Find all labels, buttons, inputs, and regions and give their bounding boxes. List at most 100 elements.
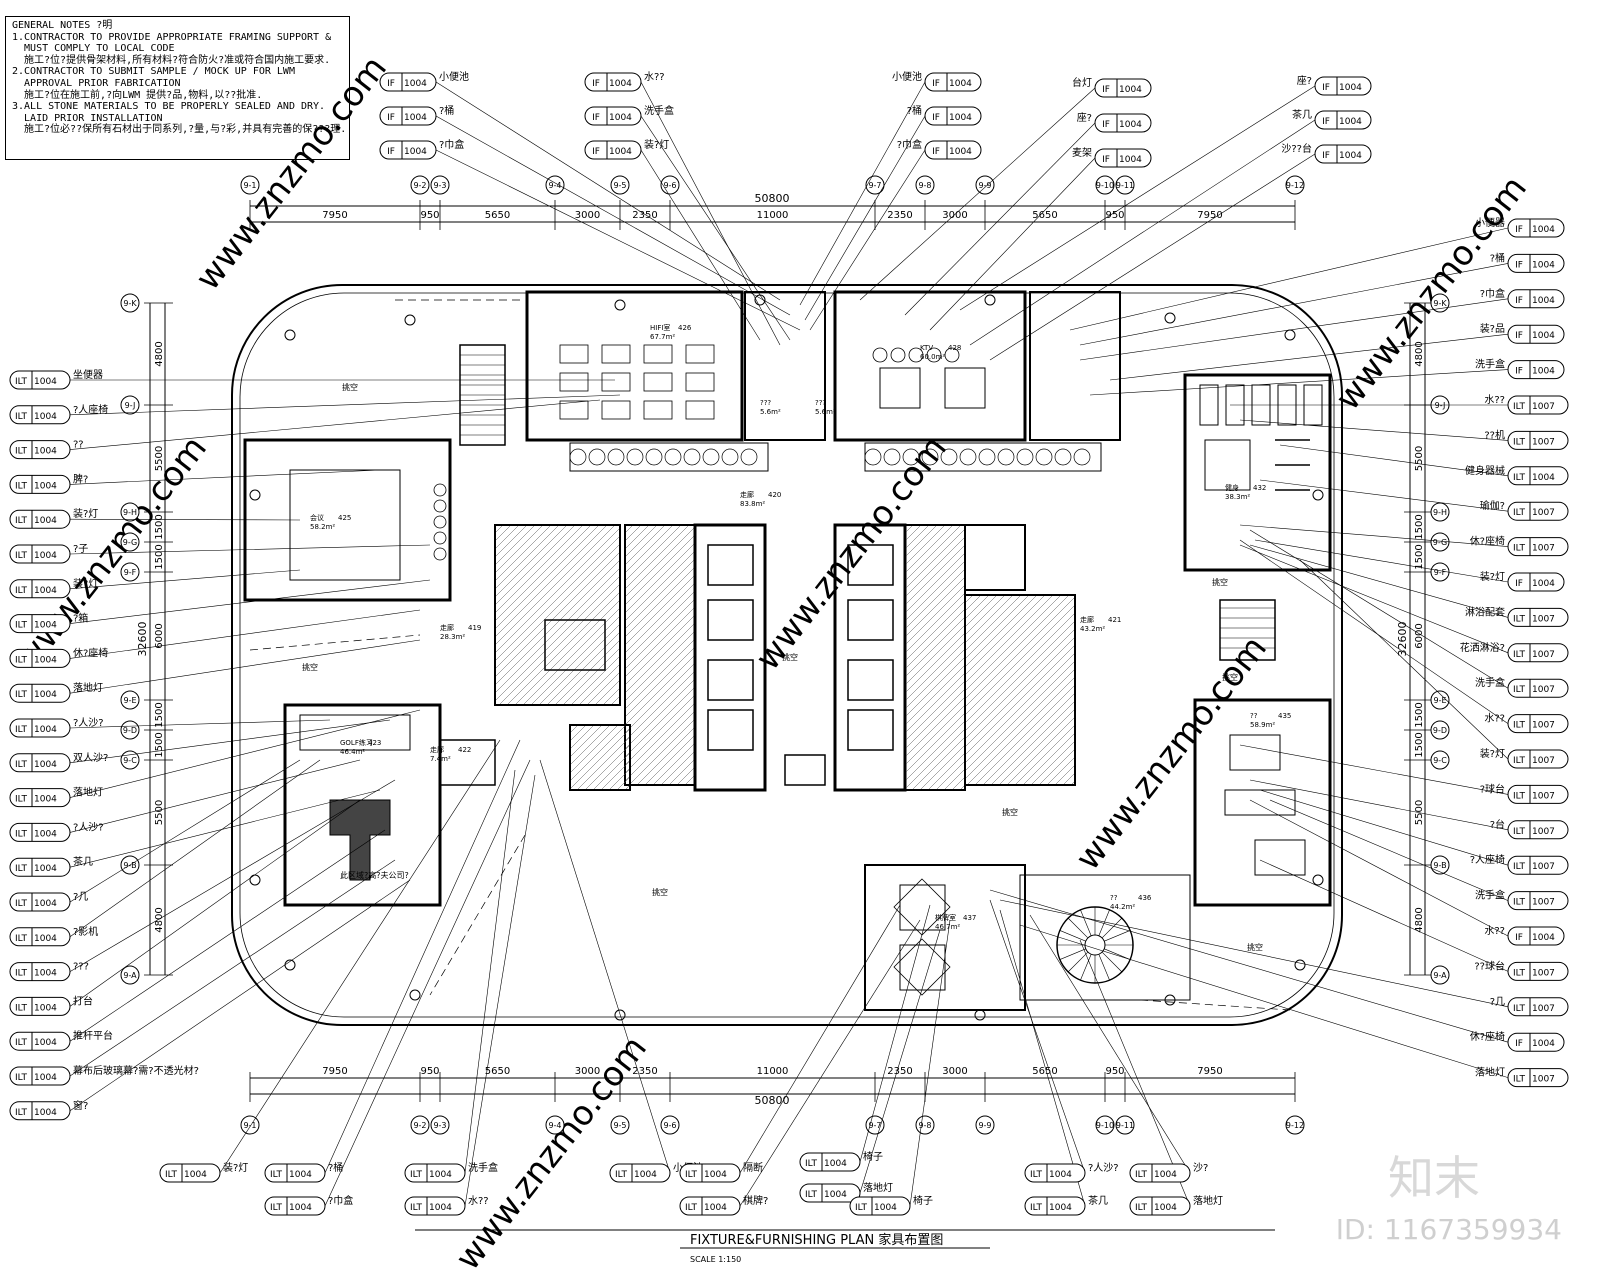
grid-bubble	[120, 532, 140, 552]
spiral-tread	[1080, 954, 1092, 981]
hatch-fill	[965, 595, 1075, 785]
room-walls	[243, 290, 1332, 1011]
tag-pill	[264, 1163, 326, 1183]
hatch-line	[498, 583, 620, 705]
tag-text: 水??	[468, 1195, 489, 1207]
tag-text: ?几	[73, 891, 88, 903]
toilet-block	[744, 291, 826, 441]
tag-pill	[1024, 1196, 1086, 1216]
hatch-line	[905, 528, 965, 590]
hatch-line	[495, 543, 620, 670]
planter	[978, 448, 996, 466]
hatch-line	[538, 623, 620, 705]
tag-code: IF	[1322, 151, 1330, 161]
leader-line	[69, 609, 421, 659]
hatch-line	[625, 638, 695, 710]
grid-bubble	[975, 1115, 995, 1135]
tag-code: ILT	[15, 481, 27, 491]
column	[984, 294, 996, 306]
hatch-line	[625, 542, 695, 614]
tag-text: ?巾盒	[439, 138, 464, 151]
hatch-line	[625, 678, 695, 750]
leader-line	[640, 149, 761, 341]
leader-line	[324, 759, 531, 1207]
void-label: 挑空	[1222, 672, 1238, 682]
hatch-line	[570, 725, 571, 726]
elevator-car	[847, 544, 894, 586]
tag-number: 1004	[609, 113, 632, 123]
tag-number: 1004	[289, 1203, 312, 1213]
tag-text: ?几	[1490, 996, 1505, 1008]
tag-number: 1004	[1532, 933, 1555, 943]
leader-line	[324, 739, 521, 1174]
tag-code: IF	[1515, 331, 1523, 341]
hatch-fill	[625, 525, 695, 785]
tag-number: 1004	[1049, 1203, 1072, 1213]
hatch-line	[495, 525, 600, 630]
hatch-line	[570, 725, 627, 782]
notes-line: MUST COMPLY TO LOCAL CODE	[12, 43, 175, 55]
hatch-line	[905, 632, 965, 694]
tag-pill	[379, 106, 437, 126]
billiards-table	[1254, 839, 1306, 876]
tag-code: ILT	[1513, 862, 1525, 872]
hatch-line	[495, 525, 512, 542]
tag-number: 1004	[874, 1203, 897, 1213]
hatch-line	[625, 702, 695, 774]
tag-text: 洗手盒	[468, 1161, 498, 1174]
leader-line	[999, 899, 1509, 1008]
dimension-segment: 5650	[1032, 1066, 1057, 1077]
planter	[864, 448, 882, 466]
grid-bubbles: 9-19-19-29-29-39-39-49-49-59-59-69-69-79…	[120, 175, 1450, 1135]
grid-label: 9-D	[123, 726, 137, 735]
notes-line: APPROVAL PRIOR FABRICATION	[12, 77, 181, 89]
tag-code: IF	[1102, 85, 1110, 95]
hatch-line	[965, 595, 990, 620]
room-area: 58.9m²	[1250, 721, 1275, 729]
hatch-line	[625, 525, 690, 590]
hatch-line	[586, 671, 620, 705]
tag-text: ?巾盒	[328, 1194, 353, 1207]
tag-text: 窗?	[73, 1099, 88, 1112]
card-table	[899, 944, 946, 991]
leader-line	[640, 81, 781, 346]
tag-code: ILT	[685, 1203, 697, 1213]
leader-line	[1254, 539, 1509, 583]
core-room	[569, 724, 631, 791]
planter	[1016, 448, 1034, 466]
tag-pill	[9, 857, 71, 877]
grid-bubble	[1115, 1115, 1135, 1135]
tag-pill	[1507, 643, 1569, 663]
planter	[664, 448, 682, 466]
tag-pill	[1507, 501, 1569, 521]
tag-number: 1004	[824, 1190, 847, 1200]
dimension-segment: 6000	[154, 623, 165, 648]
grid-label: 9-1	[243, 1121, 256, 1130]
tag-number: 1004	[34, 586, 57, 596]
leader-line	[859, 929, 941, 1194]
grid-bubble	[1285, 1115, 1305, 1135]
dimension-total: 32600	[1396, 622, 1409, 657]
grid-label: 9-6	[663, 181, 676, 190]
dimension-total: 50800	[755, 1094, 790, 1107]
notes-heading: GENERAL NOTES ?明	[12, 20, 113, 31]
dimension-segment: 1500	[154, 732, 165, 757]
leader-line	[1029, 914, 1191, 1174]
spiral-tread	[1101, 951, 1123, 973]
tag-pill	[159, 1163, 221, 1183]
room-area: 43.2m²	[1080, 625, 1105, 633]
grid-label: 9-A	[123, 971, 137, 980]
